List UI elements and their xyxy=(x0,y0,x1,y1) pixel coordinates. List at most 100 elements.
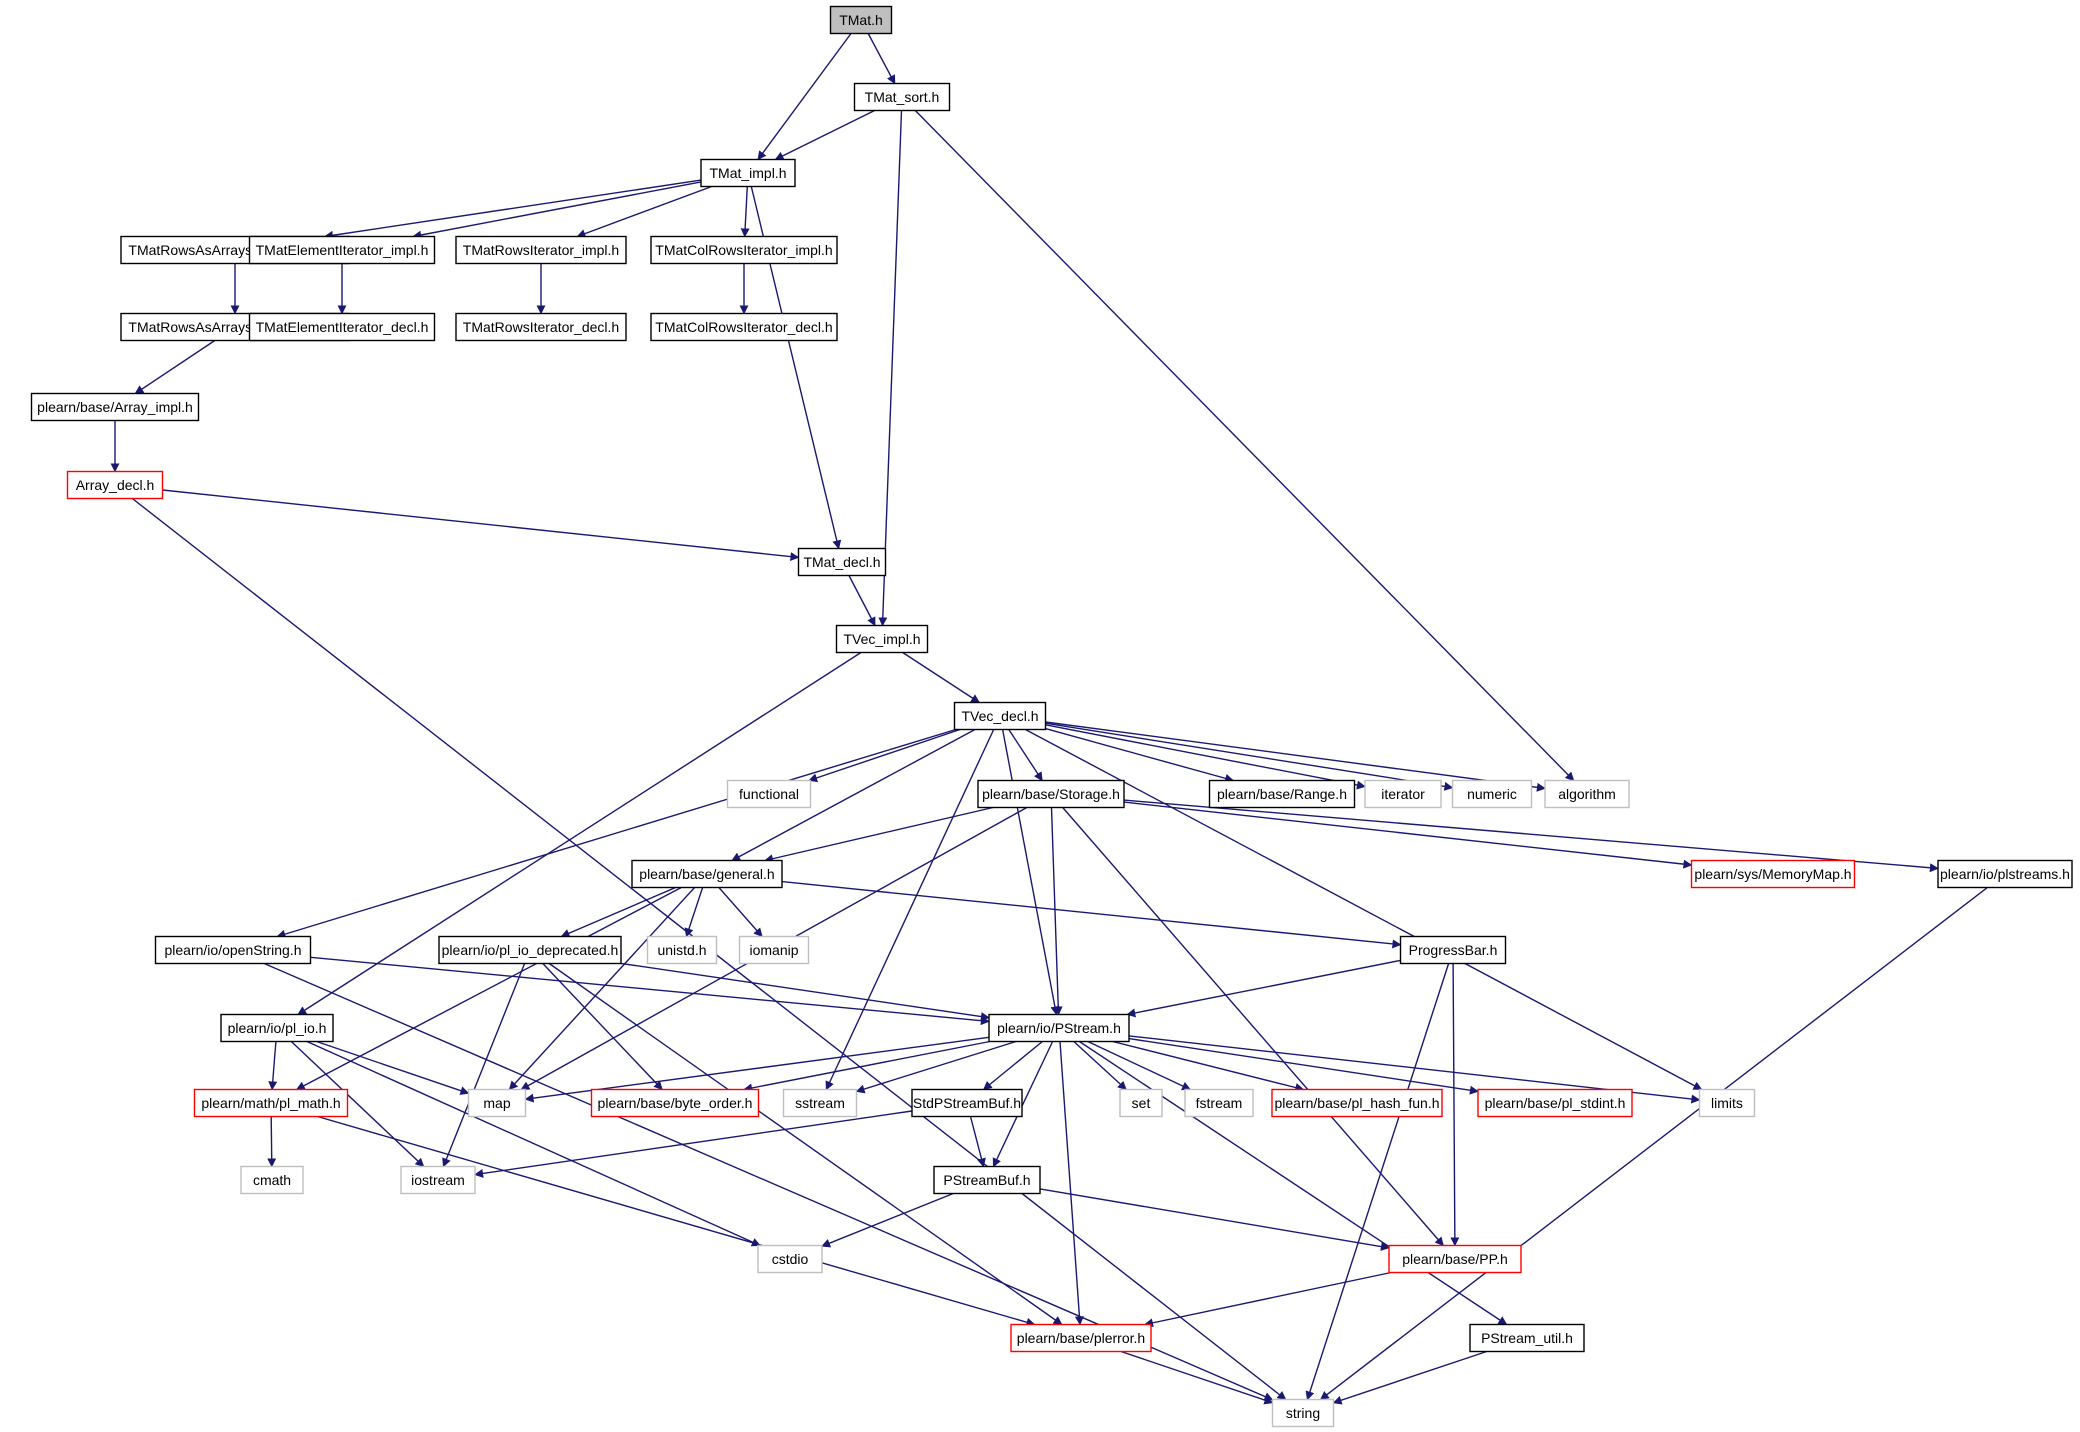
node-box-StdPStreamBuf xyxy=(911,1088,1023,1118)
node-label-numeric: numeric xyxy=(1467,786,1517,802)
node-iterator[interactable]: iterator xyxy=(1364,779,1442,809)
node-Storage[interactable]: plearn/base/Storage.h xyxy=(977,779,1125,809)
edge-TVec_decl-to-Range xyxy=(1045,727,1235,783)
node-box-MemoryMap xyxy=(1690,859,1856,889)
node-TMat_impl[interactable]: TMat_impl.h xyxy=(700,158,796,188)
node-TMatColRowsIterator_decl[interactable]: TMatColRowsIterator_decl.h xyxy=(650,312,838,342)
edge-Storage-to-PStream xyxy=(1050,807,1063,1016)
node-MemoryMap[interactable]: plearn/sys/MemoryMap.h xyxy=(1690,859,1856,889)
node-TMatColRowsIterator_impl[interactable]: TMatColRowsIterator_impl.h xyxy=(650,235,838,265)
node-TMat_sort[interactable]: TMat_sort.h xyxy=(853,82,951,112)
edge-PStream-to-pl_hash_fun xyxy=(1112,1040,1305,1092)
node-unistd[interactable]: unistd.h xyxy=(646,935,718,965)
node-map[interactable]: map xyxy=(467,1088,527,1118)
node-label-unistd: unistd.h xyxy=(657,942,706,958)
node-box-TVec_impl xyxy=(835,624,929,654)
node-label-cstdio: cstdio xyxy=(772,1251,809,1267)
node-string[interactable]: string xyxy=(1271,1398,1335,1428)
node-box-TMatElementIterator_decl xyxy=(248,312,436,342)
node-label-map: map xyxy=(483,1095,510,1111)
edge-general-to-unistd xyxy=(684,887,704,938)
node-pl_stdint[interactable]: plearn/base/pl_stdint.h xyxy=(1477,1088,1633,1118)
node-box-unistd xyxy=(646,935,718,965)
node-label-fstream: fstream xyxy=(1196,1095,1243,1111)
node-TMatElementIterator_impl[interactable]: TMatElementIterator_impl.h xyxy=(248,235,436,265)
node-TMat_decl[interactable]: TMat_decl.h xyxy=(797,547,887,577)
edge-TMat_impl-to-TMatRowsIterator_impl xyxy=(576,185,712,238)
node-algorithm[interactable]: algorithm xyxy=(1544,779,1630,809)
edge-TVec_decl-to-algorithm xyxy=(1045,721,1546,792)
edge-pl_io-to-map xyxy=(316,1040,470,1095)
edge-pl_math-to-cmath xyxy=(267,1116,277,1168)
edge-PStreamBuf-to-cstdio xyxy=(821,1192,954,1248)
node-box-TVec_decl xyxy=(953,701,1047,731)
node-fstream[interactable]: fstream xyxy=(1184,1088,1254,1118)
edge-TVec_impl-to-TVec_decl xyxy=(902,651,981,704)
node-box-PStreamBuf xyxy=(933,1165,1041,1195)
node-pl_math[interactable]: plearn/math/pl_math.h xyxy=(193,1088,349,1118)
edge-PStream-to-StdPStreamBuf xyxy=(982,1040,1043,1091)
node-label-TMat_impl: TMat_impl.h xyxy=(709,165,786,181)
node-openString[interactable]: plearn/io/openString.h xyxy=(154,935,312,965)
node-Array_decl[interactable]: Array_decl.h xyxy=(66,470,164,500)
node-label-general: plearn/base/general.h xyxy=(639,866,774,882)
node-iomanip[interactable]: iomanip xyxy=(738,935,810,965)
node-pl_io_deprecated[interactable]: plearn/io/pl_io_deprecated.h xyxy=(438,935,622,965)
node-byte_order[interactable]: plearn/base/byte_order.h xyxy=(590,1088,760,1118)
node-box-PP xyxy=(1388,1244,1522,1274)
node-set[interactable]: set xyxy=(1119,1088,1163,1118)
node-StdPStreamBuf[interactable]: StdPStreamBuf.h xyxy=(911,1088,1023,1118)
node-box-pl_math xyxy=(193,1088,349,1118)
node-label-TMatRowsIterator_decl: TMatRowsIterator_decl.h xyxy=(463,319,619,335)
node-label-set: set xyxy=(1132,1095,1151,1111)
edge-TVec_impl-to-pl_io xyxy=(297,651,862,1016)
node-iostream[interactable]: iostream xyxy=(400,1165,476,1195)
node-Range[interactable]: plearn/base/Range.h xyxy=(1208,779,1356,809)
node-label-byte_order: plearn/base/byte_order.h xyxy=(598,1095,753,1111)
node-TVec_decl[interactable]: TVec_decl.h xyxy=(953,701,1047,731)
edge-pl_io_deprecated-to-plerror xyxy=(548,962,1063,1326)
node-cmath[interactable]: cmath xyxy=(240,1165,304,1195)
node-TMatRowsIterator_impl[interactable]: TMatRowsIterator_impl.h xyxy=(455,235,627,265)
node-label-Storage: plearn/base/Storage.h xyxy=(982,786,1120,802)
node-label-TMat_decl: TMat_decl.h xyxy=(803,554,880,570)
node-label-Array_impl: plearn/base/Array_impl.h xyxy=(37,399,193,415)
node-cstdio[interactable]: cstdio xyxy=(757,1244,823,1274)
node-PStreamBuf[interactable]: PStreamBuf.h xyxy=(933,1165,1041,1195)
node-box-byte_order xyxy=(590,1088,760,1118)
node-TVec_impl[interactable]: TVec_impl.h xyxy=(835,624,929,654)
edge-StdPStreamBuf-to-iostream xyxy=(474,1110,913,1178)
edge-PStream-to-set xyxy=(1073,1040,1127,1091)
node-label-pl_stdint: plearn/base/pl_stdint.h xyxy=(1485,1095,1626,1111)
node-TMatRowsIterator_decl[interactable]: TMatRowsIterator_decl.h xyxy=(455,312,627,342)
node-Array_impl[interactable]: plearn/base/Array_impl.h xyxy=(30,392,200,422)
node-label-ProgressBar: ProgressBar.h xyxy=(1409,942,1498,958)
node-general[interactable]: plearn/base/general.h xyxy=(631,859,783,889)
node-limits[interactable]: limits xyxy=(1698,1088,1756,1118)
node-pl_io[interactable]: plearn/io/pl_io.h xyxy=(220,1013,334,1043)
node-plerror[interactable]: plearn/base/plerror.h xyxy=(1010,1323,1152,1353)
node-plstreams[interactable]: plearn/io/plstreams.h xyxy=(1937,859,2073,889)
node-label-plstreams: plearn/io/plstreams.h xyxy=(1940,866,2070,882)
node-PStream_util[interactable]: PStream_util.h xyxy=(1469,1323,1585,1353)
node-pl_hash_fun[interactable]: plearn/base/pl_hash_fun.h xyxy=(1271,1088,1443,1118)
node-numeric[interactable]: numeric xyxy=(1451,779,1533,809)
edge-general-to-ProgressBar xyxy=(781,880,1402,949)
node-label-TVec_decl: TVec_decl.h xyxy=(961,708,1038,724)
node-TMat[interactable]: TMat.h xyxy=(829,5,893,35)
node-PP[interactable]: plearn/base/PP.h xyxy=(1388,1244,1522,1274)
node-TMatElementIterator_decl[interactable]: TMatElementIterator_decl.h xyxy=(248,312,436,342)
edge-Storage-to-plstreams xyxy=(1123,799,1939,873)
node-box-general xyxy=(631,859,783,889)
node-box-numeric xyxy=(1451,779,1533,809)
node-PStream[interactable]: plearn/io/PStream.h xyxy=(988,1013,1130,1043)
node-sstream[interactable]: sstream xyxy=(782,1088,858,1118)
node-box-iterator xyxy=(1364,779,1442,809)
node-label-pl_io_deprecated: plearn/io/pl_io_deprecated.h xyxy=(442,942,619,958)
node-functional[interactable]: functional xyxy=(726,779,812,809)
edge-PStream-to-plerror xyxy=(1059,1041,1084,1326)
node-label-TMatElementIterator_impl: TMatElementIterator_impl.h xyxy=(256,242,429,258)
node-box-TMatElementIterator_impl xyxy=(248,235,436,265)
node-ProgressBar[interactable]: ProgressBar.h xyxy=(1399,935,1507,965)
